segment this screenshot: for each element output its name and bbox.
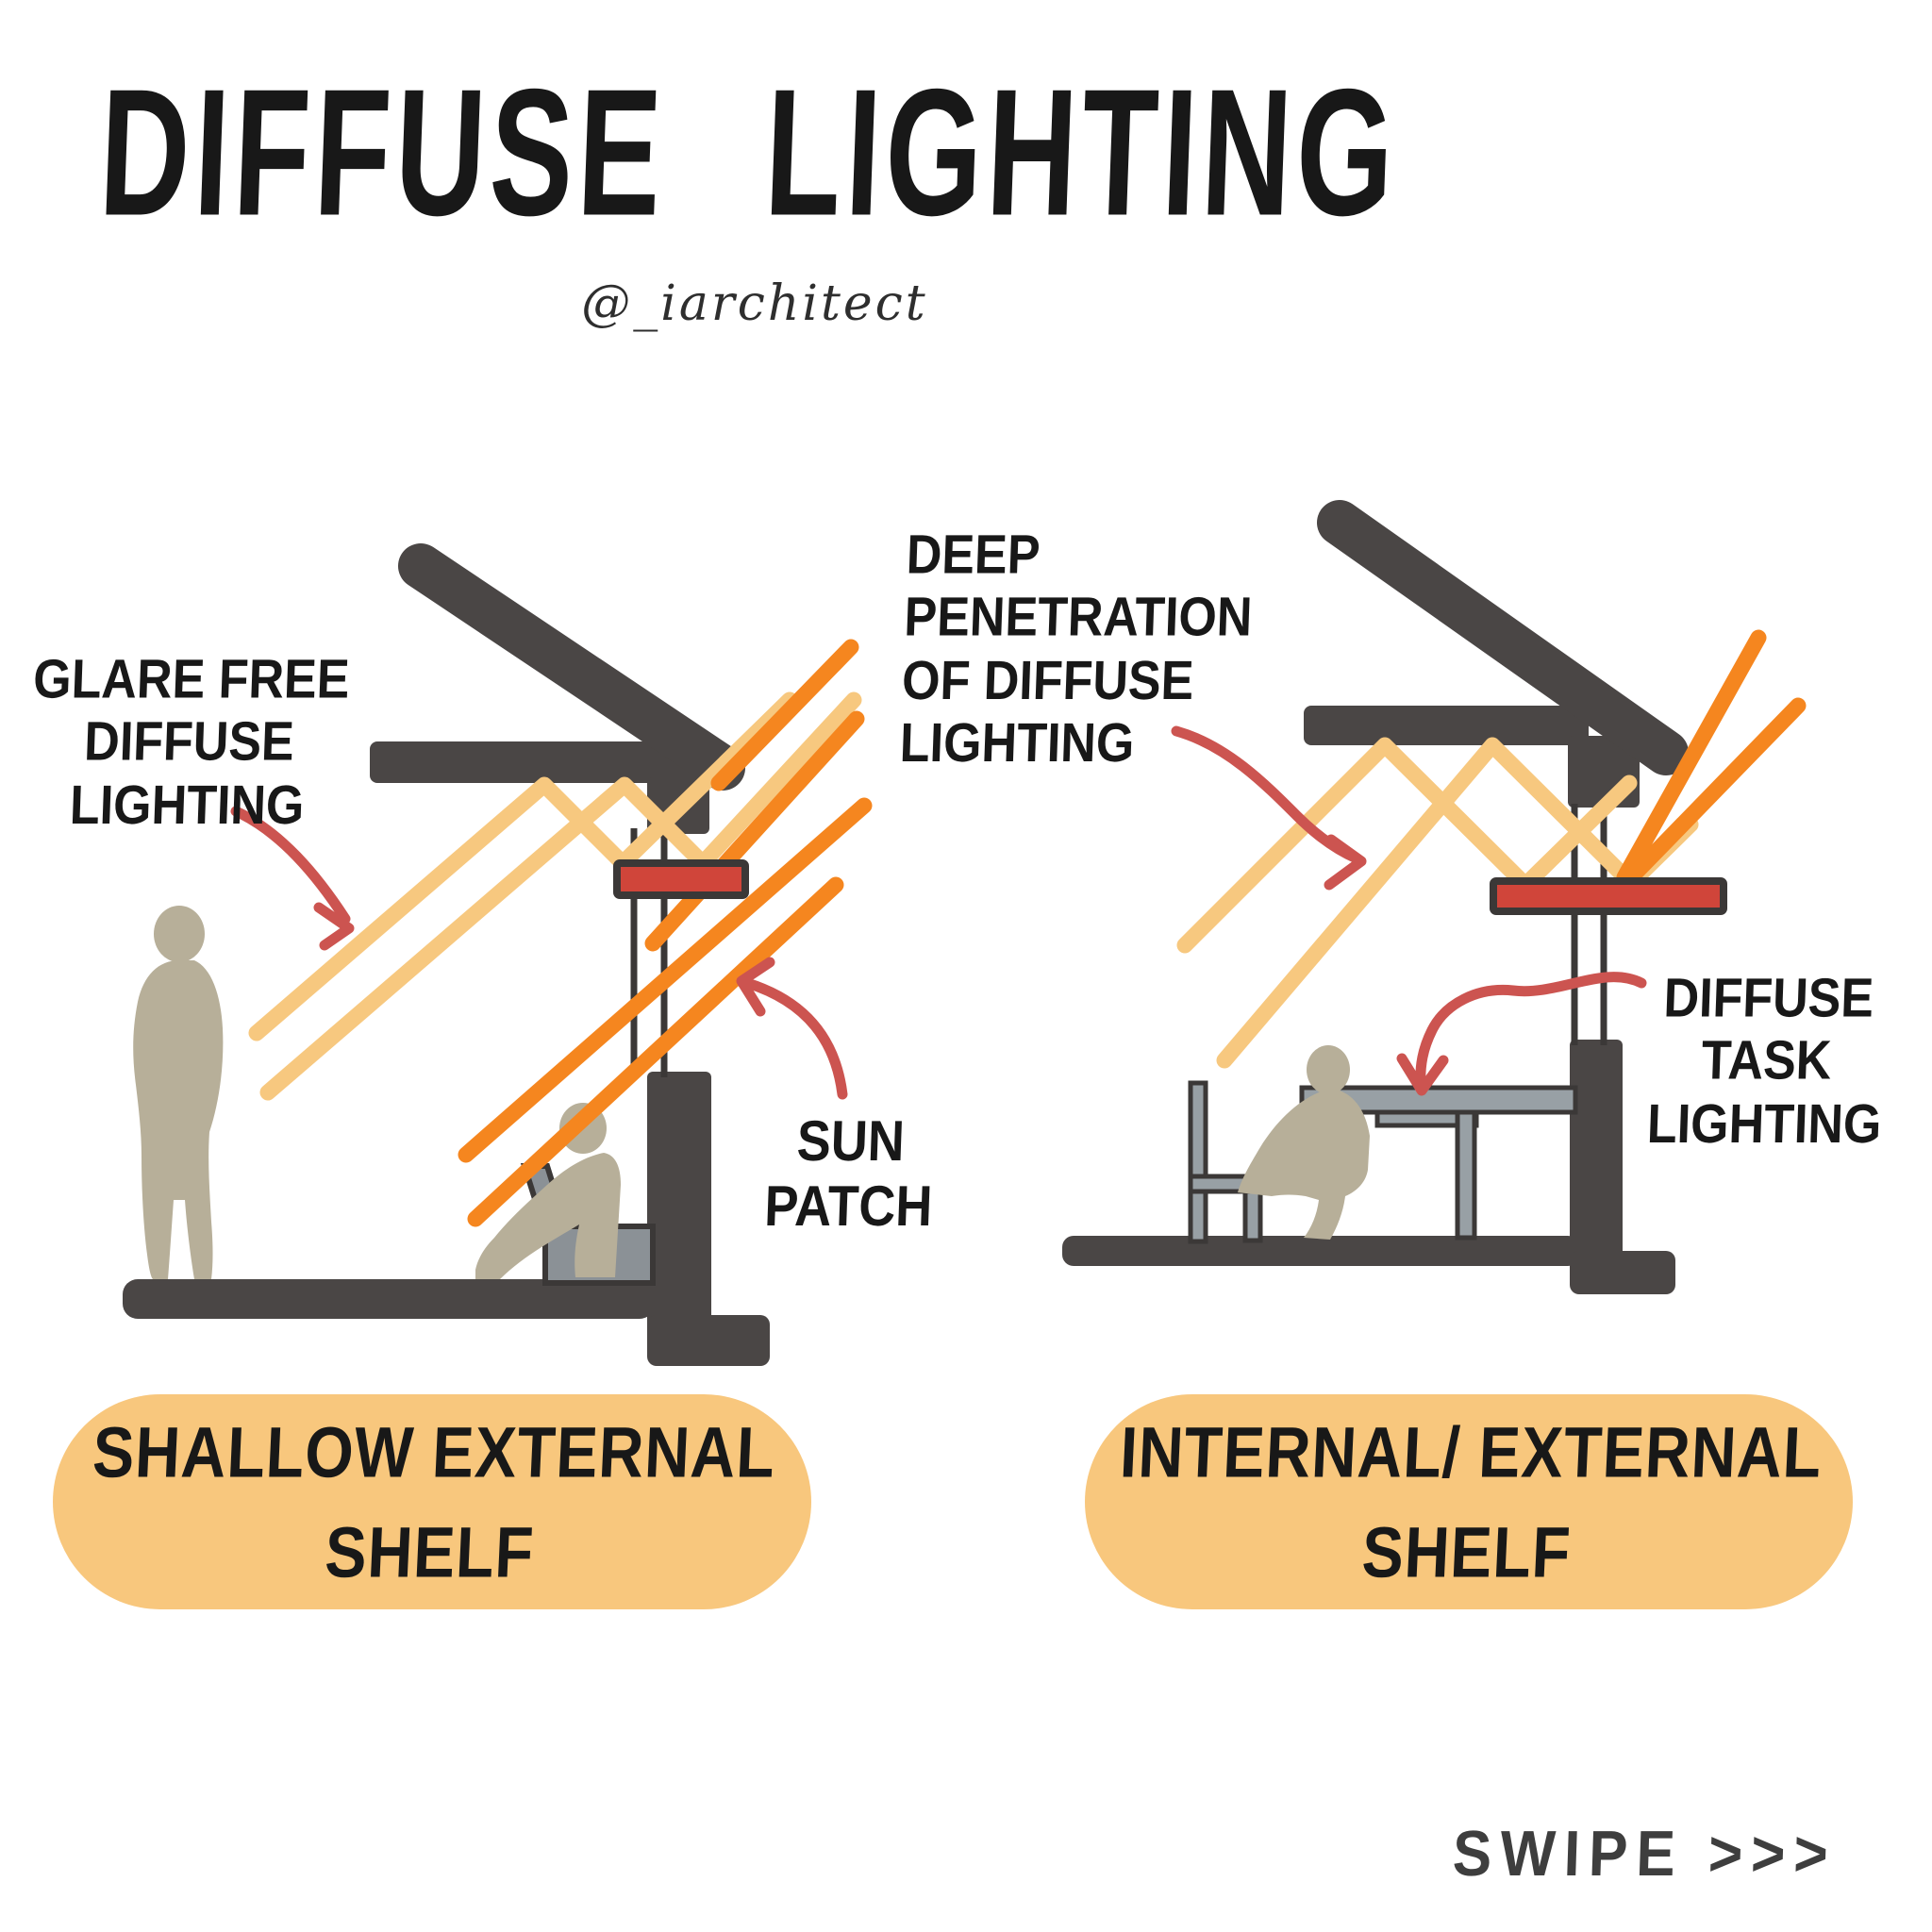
desk-leg (1455, 1109, 1477, 1241)
left-floor-slab (123, 1279, 655, 1319)
arrow-deep-penetration (1171, 725, 1367, 891)
right-section-diagram (1062, 500, 1807, 1294)
left-diffuse-rays (248, 691, 862, 1101)
left-wall-footing (647, 1315, 770, 1366)
left-structure (123, 543, 770, 1366)
right-structure (1062, 500, 1689, 1294)
caption-shallow-external-shelf: SHALLOW EXTERNAL SHELF (53, 1394, 811, 1609)
swipe-hint[interactable]: SWIPE >>> (1451, 1818, 1838, 1890)
left-light-shelf (613, 859, 749, 899)
chair-front-leg (1242, 1189, 1263, 1243)
left-ceiling-beam (370, 741, 706, 783)
seated-person-body (475, 1153, 621, 1279)
desk-person-head (1307, 1045, 1350, 1094)
left-wall (647, 1072, 711, 1332)
label-sun-patch: SUN PATCH (763, 1109, 934, 1239)
arrow-sun-patch (736, 957, 848, 1100)
standing-person-head (154, 906, 205, 962)
caption-text: SHALLOW EXTERNAL SHELF (91, 1411, 778, 1592)
left-roof-beam (398, 543, 745, 791)
desk-person-body (1238, 1091, 1370, 1240)
right-ceiling-beam (1304, 706, 1589, 745)
standing-person-body (133, 960, 224, 1279)
left-sun-rays (458, 639, 873, 1227)
right-floor-slab (1062, 1236, 1579, 1266)
right-chair (1188, 1080, 1263, 1244)
arrow-glare-free (230, 806, 355, 951)
label-diffuse-task-lighting: DIFFUSE TASK LIGHTING (1645, 968, 1883, 1155)
author-handle: @_iarchitect (581, 275, 928, 332)
left-section-diagram (123, 543, 873, 1366)
right-wall (1570, 1040, 1623, 1266)
caption-internal-external-shelf: INTERNAL/ EXTERNAL SHELF (1085, 1394, 1853, 1609)
caption-text: INTERNAL/ EXTERNAL SHELF (1118, 1411, 1824, 1592)
label-glare-free-diffuse-lighting: GLARE FREE DIFFUSE LIGHTING (32, 649, 351, 836)
arrow-task-lighting (1396, 972, 1647, 1096)
right-sun-rays (1616, 629, 1807, 886)
label-deep-penetration: DEEP PENETRATION OF DIFFUSE LIGHTING (898, 525, 1254, 774)
right-roof-beam (1317, 500, 1689, 775)
right-person (1238, 1045, 1370, 1240)
page-title: DIFFUSE LIGHTING (96, 51, 1402, 254)
chair-back (1188, 1080, 1208, 1244)
right-light-shelf (1490, 877, 1727, 915)
right-wall-footing (1570, 1251, 1675, 1294)
